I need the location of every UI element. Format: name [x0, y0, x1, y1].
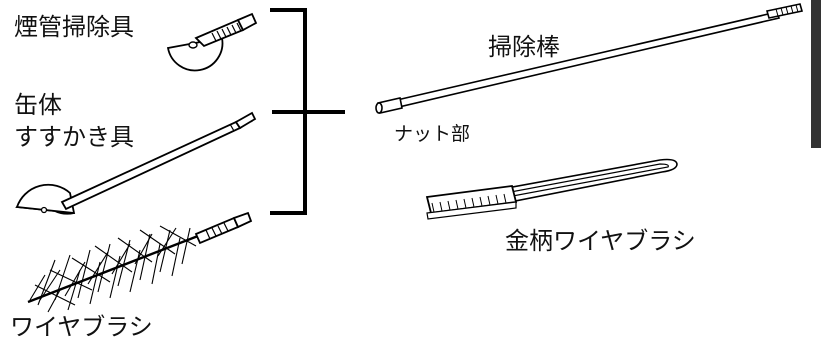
label-soot-scraper: すすかき具 — [14, 123, 134, 151]
label-can-body: 缶体 — [14, 91, 62, 119]
wire-brush-illustration — [27, 211, 253, 313]
metal-handle-wire-brush-illustration — [425, 158, 678, 220]
label-nut-part: ナット部 — [394, 123, 471, 145]
label-metal-handle-wire-brush: 金柄ワイヤブラシ — [505, 227, 696, 255]
label-wire-brush: ワイヤブラシ — [10, 313, 153, 341]
grouping-bracket — [270, 8, 345, 215]
soot-scraper-illustration — [15, 111, 257, 215]
flue-cleaner-illustration — [166, 12, 258, 72]
edge-tab — [811, 0, 821, 148]
label-flue-cleaner: 煙管掃除具 — [14, 13, 134, 41]
cleaning-rod-illustration — [375, 3, 804, 114]
label-cleaning-rod: 掃除棒 — [488, 33, 560, 61]
